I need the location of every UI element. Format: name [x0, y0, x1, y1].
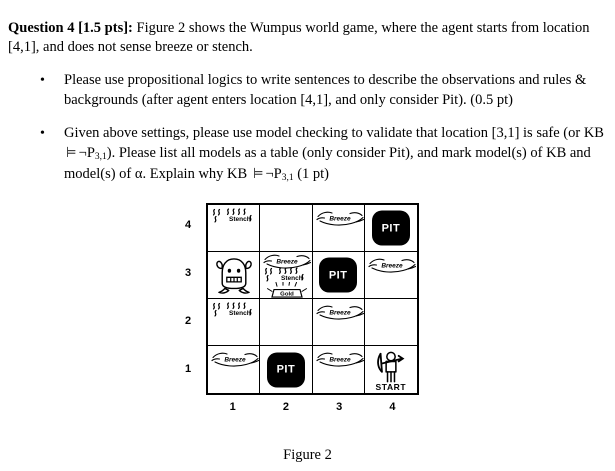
agent-icon [375, 351, 407, 383]
row-label-3: 3 [184, 267, 192, 279]
question-label: Question 4 [1.5 pts]: [8, 19, 133, 36]
entailment-symbol-icon: ⊨ [66, 144, 77, 161]
svg-text:Breeze: Breeze [277, 259, 299, 266]
col-label-1: 1 [229, 401, 236, 413]
grid-cell-3-4: Breeze [312, 205, 365, 252]
grid-cell-2-2 [260, 299, 313, 346]
grid-cell-2-1: PIT [260, 346, 313, 393]
grid-cell-1-3 [208, 252, 261, 299]
grid-cell-3-2: Breeze [312, 299, 365, 346]
grid-cell-1-4: Stench [208, 205, 261, 252]
bullet-2-sub1: 3,1 [94, 151, 107, 162]
bullet-item-1: • Please use propositional logics to wri… [8, 71, 608, 110]
svg-text:Breeze: Breeze [329, 357, 351, 364]
question-bullet-list: • Please use propositional logics to wri… [8, 71, 608, 187]
grid-cell-3-1: Breeze [313, 346, 365, 393]
breeze-icon: Breeze [315, 351, 364, 368]
breeze-icon: Breeze [315, 210, 364, 227]
row-label-2: 2 [184, 315, 192, 327]
bullet-2-part3: ). Please list all models as a table (on… [64, 144, 591, 183]
svg-text:Breeze: Breeze [329, 216, 351, 223]
question-intro: Question 4 [1.5 pts]: Figure 2 shows the… [8, 19, 608, 57]
gold-icon: Gold [266, 281, 308, 298]
col-label-2: 2 [282, 401, 289, 413]
svg-text:Breeze: Breeze [381, 263, 403, 270]
svg-text:Breeze: Breeze [224, 357, 246, 364]
col-label-3: 3 [336, 401, 343, 413]
svg-text:Stench: Stench [229, 310, 251, 317]
bullet-item-2-text: Given above settings, please use model c… [64, 125, 604, 183]
breeze-icon: Breeze [210, 351, 260, 368]
question-intro-text: Figure 2 shows the Wumpus world game, wh… [8, 19, 590, 55]
stench-icon: Stench [211, 208, 259, 223]
bullet-2-part5: (1 pt) [293, 166, 330, 182]
grid-cell-2-4 [260, 205, 313, 252]
grid-cell-4-1: START [365, 346, 417, 393]
breeze-icon: Breeze [367, 257, 417, 274]
bullet-2-part1: Given above settings, please use model c… [64, 125, 604, 141]
bullet-item-2: • Given above settings, please use model… [8, 124, 608, 187]
pit-marker: PIT [371, 210, 410, 246]
wumpus-icon [214, 257, 254, 295]
grid-cell-4-2 [364, 299, 417, 346]
row-label-1: 1 [184, 363, 192, 375]
bullet-marker-icon: • [40, 73, 45, 88]
grid-cell-1-2: Stench [208, 299, 261, 346]
svg-text:Gold: Gold [280, 292, 294, 298]
grid-cell-1-1: Breeze [208, 346, 261, 393]
bullet-marker-icon: • [40, 126, 45, 141]
grid-cell-4-4: PIT [364, 205, 417, 252]
grid-cell-3-3: PIT [312, 252, 365, 299]
svg-text:Stench: Stench [281, 275, 303, 282]
bullet-2-part2: ¬P [78, 144, 95, 161]
figure-caption: Figure 2 [283, 447, 332, 463]
grid-cell-4-3: Breeze [364, 252, 417, 299]
stench-icon: Stench [263, 267, 311, 282]
entailment-symbol-icon: ⊨ [253, 166, 264, 182]
col-label-4: 4 [389, 401, 396, 413]
start-label: START [375, 382, 407, 392]
stench-icon: Stench [211, 302, 259, 317]
pit-marker: PIT [266, 352, 305, 387]
pit-marker: PIT [319, 257, 358, 293]
breeze-icon: Breeze [315, 304, 364, 321]
svg-text:Stench: Stench [229, 216, 251, 223]
bullet-item-1-text: Please use propositional logics to write… [64, 72, 587, 108]
question-block: Question 4 [1.5 pts]: Figure 2 shows the… [8, 4, 608, 201]
breeze-icon: Breeze [262, 253, 312, 270]
bullet-2-sub2: 3,1 [281, 173, 294, 183]
row-label-4: 4 [184, 219, 192, 231]
bullet-2-part4: ¬P [265, 166, 282, 182]
svg-text:Breeze: Breeze [329, 310, 351, 317]
